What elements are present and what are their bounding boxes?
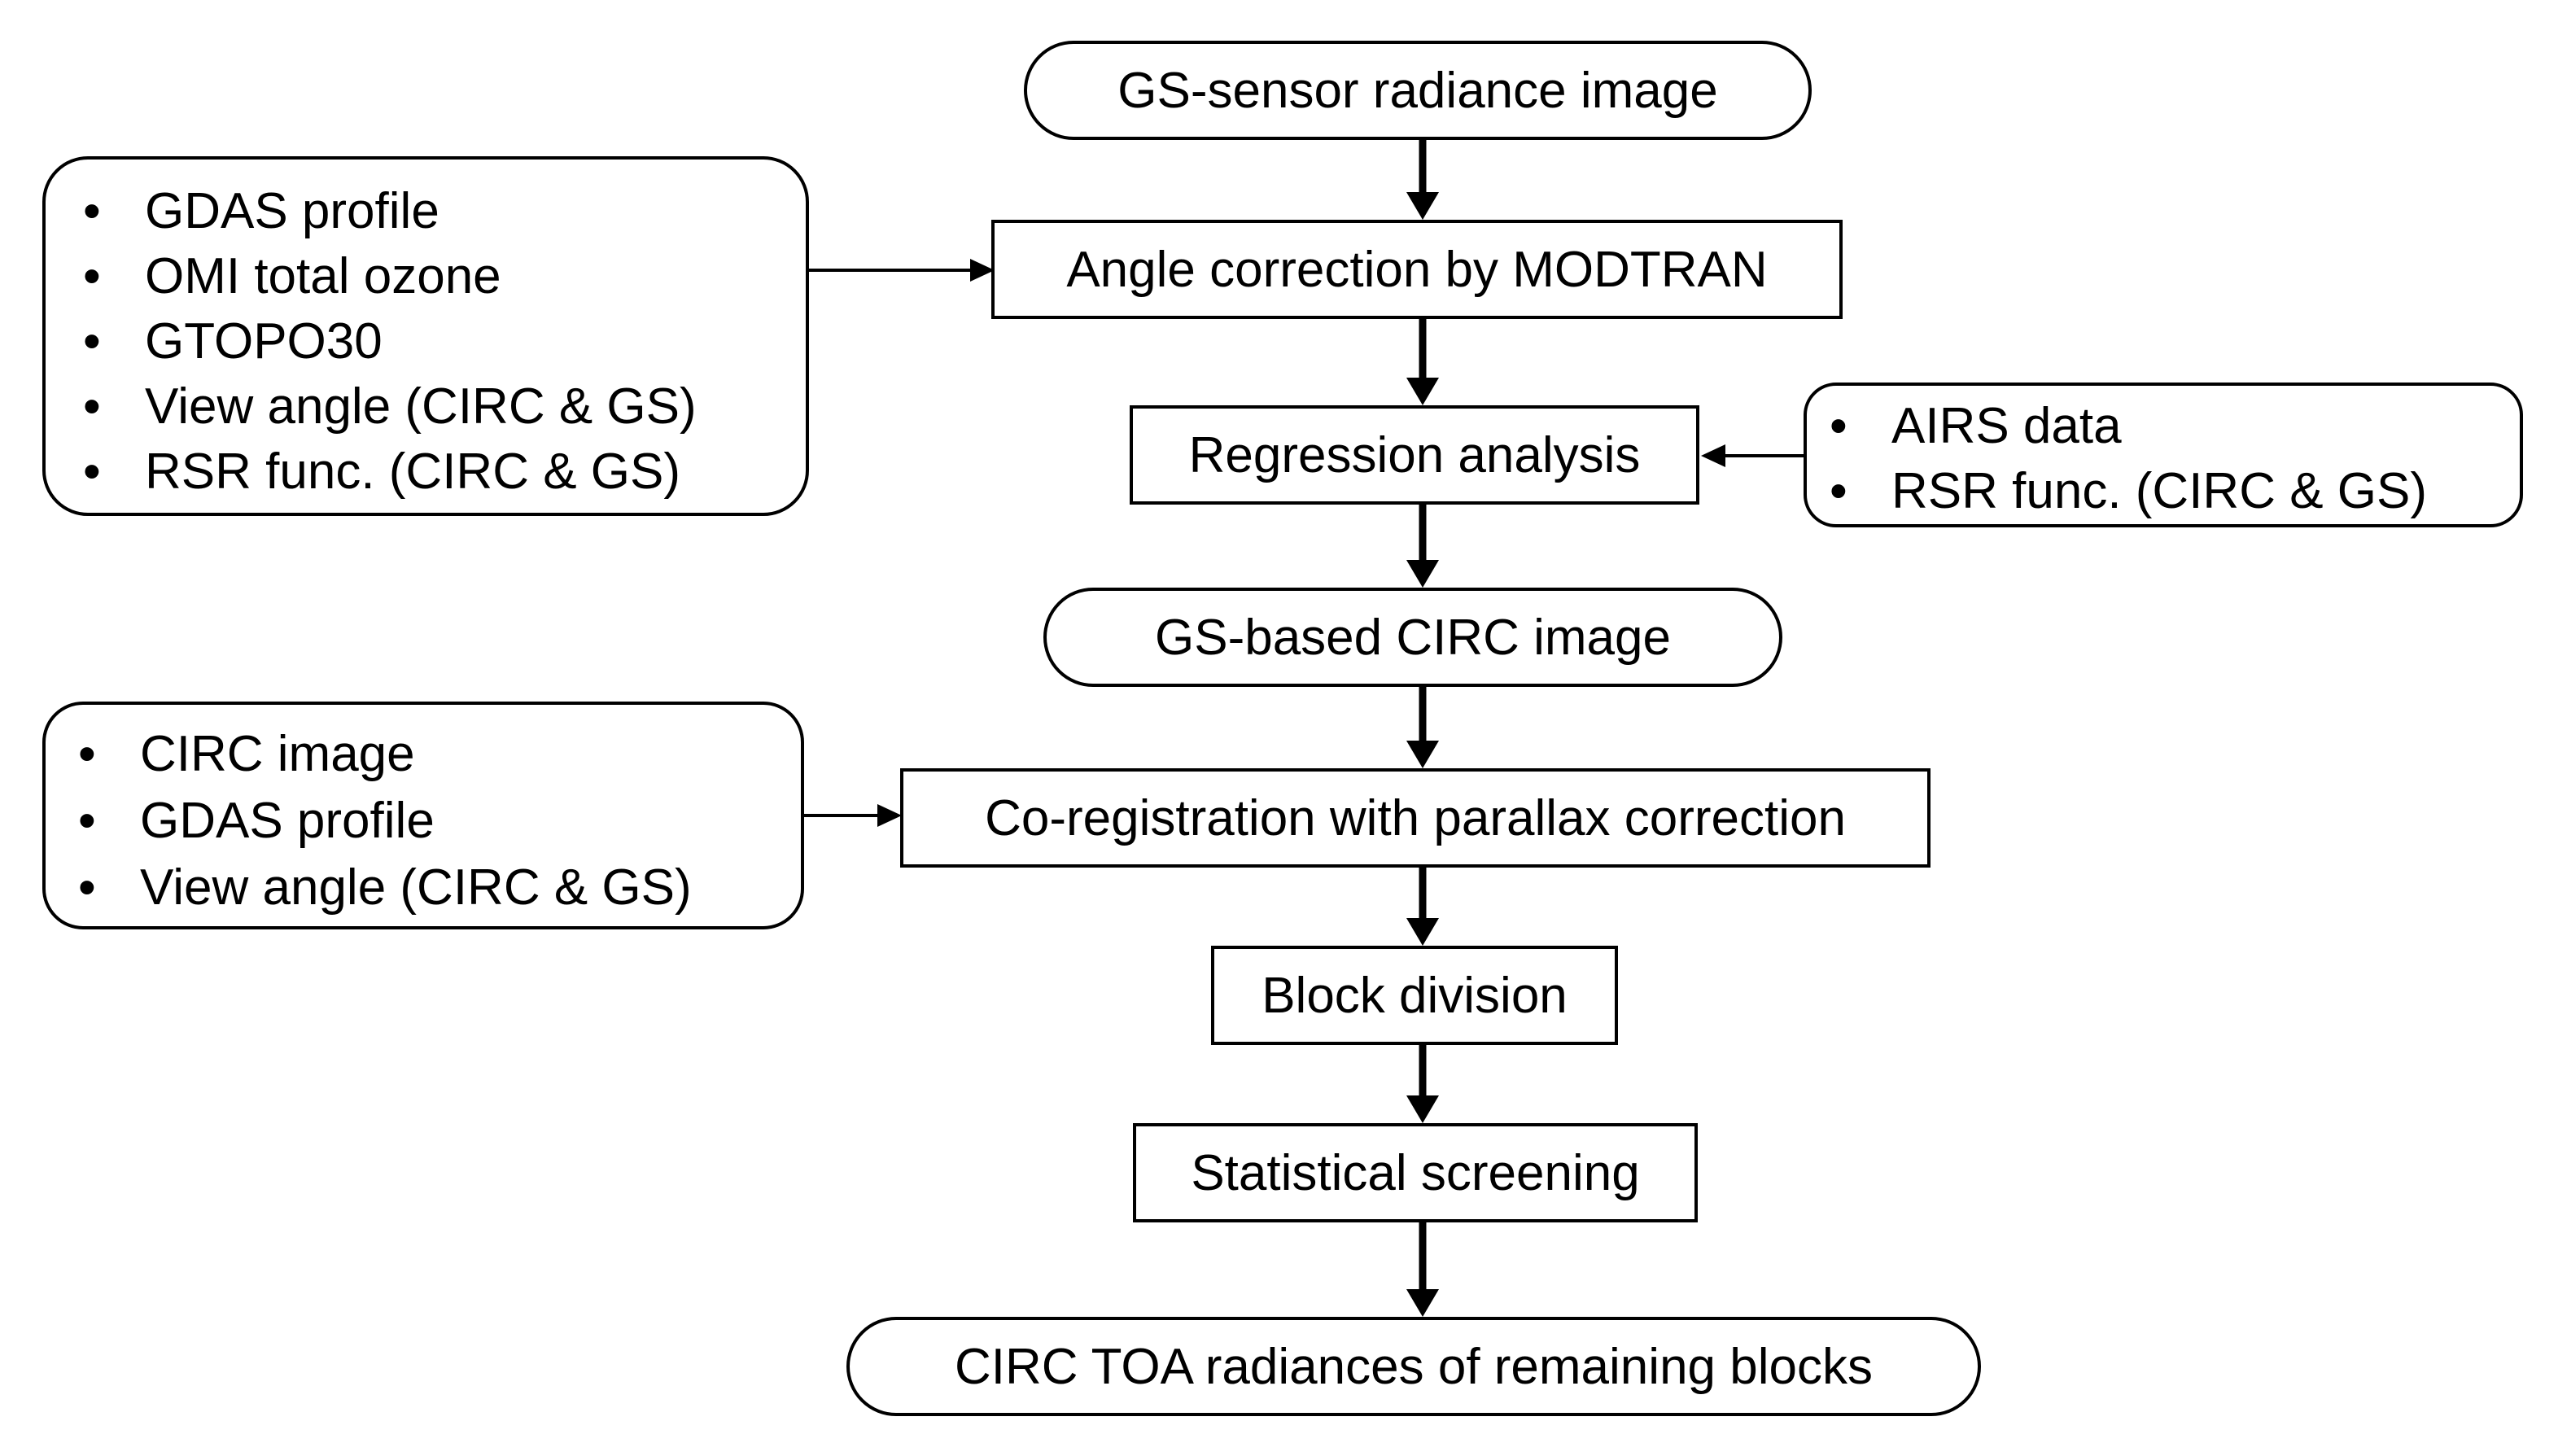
regression-inputs-box: AIRS data RSR func. (CIRC & GS) [1804, 383, 2523, 527]
regression-input-item: RSR func. (CIRC & GS) [1830, 459, 2520, 524]
input-arrows [804, 259, 1804, 827]
block-division-node: Block division [1211, 946, 1618, 1045]
gs-based-circ-node: GS-based CIRC image [1043, 588, 1782, 687]
angle-input-item: GDAS profile [83, 179, 806, 244]
coregistration-node: Co-registration with parallax correction [900, 768, 1931, 868]
coreg-input-item: View angle (CIRC & GS) [78, 855, 801, 921]
regression-input-item: AIRS data [1830, 394, 2520, 459]
main-flow-arrows [1406, 140, 1439, 1317]
regression-analysis-node: Regression analysis [1130, 405, 1699, 505]
coreg-input-item: GDAS profile [78, 788, 801, 855]
coregistration-inputs-box: CIRC image GDAS profile View angle (CIRC… [42, 702, 804, 929]
coreg-input-item: CIRC image [78, 721, 801, 788]
angle-input-item: GTOPO30 [83, 309, 806, 374]
end-node: CIRC TOA radiances of remaining blocks [846, 1317, 1981, 1416]
angle-input-item: View angle (CIRC & GS) [83, 374, 806, 439]
angle-input-item: OMI total ozone [83, 244, 806, 309]
angle-input-item: RSR func. (CIRC & GS) [83, 439, 806, 505]
angle-inputs-box: GDAS profile OMI total ozone GTOPO30 Vie… [42, 156, 809, 516]
angle-correction-node: Angle correction by MODTRAN [991, 220, 1843, 319]
statistical-screening-node: Statistical screening [1133, 1123, 1698, 1222]
start-node: GS-sensor radiance image [1024, 41, 1812, 140]
